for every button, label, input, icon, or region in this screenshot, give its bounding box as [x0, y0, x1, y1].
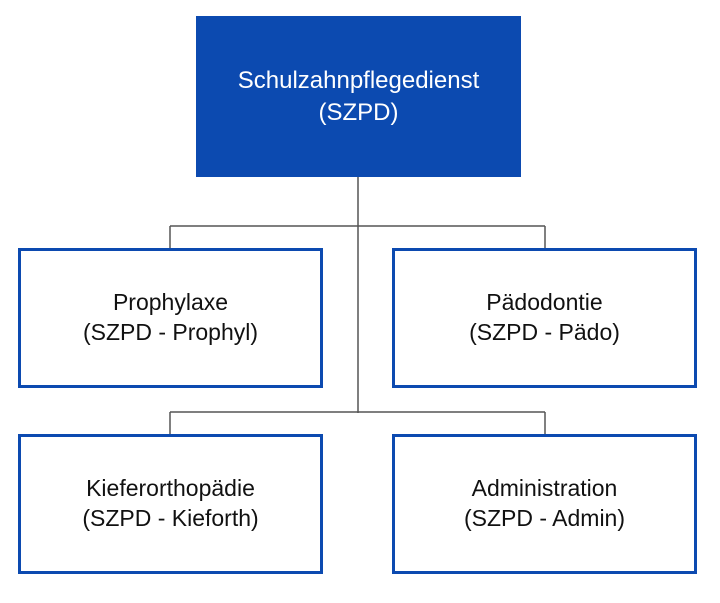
unit-title: Administration: [471, 475, 618, 502]
unit-code: (SZPD - Admin): [463, 505, 626, 531]
unit-title: Prophylaxe: [112, 289, 229, 316]
root-node: Schulzahnpflegedienst (SZPD): [196, 16, 521, 177]
unit-code: (SZPD - Prophyl): [82, 319, 259, 345]
unit-title: Kieferorthopädie: [86, 475, 255, 502]
unit-node-prophylaxe: Prophylaxe (SZPD - Prophyl): [18, 248, 323, 388]
unit-node-paedodontie: Pädodontie (SZPD - Pädo): [392, 248, 697, 388]
unit-code: (SZPD - Kieforth): [82, 505, 259, 531]
root-title: Schulzahnpflegedienst: [237, 67, 480, 95]
unit-title: Pädodontie: [486, 289, 603, 316]
unit-node-kieferorthopaedie: Kieferorthopädie (SZPD - Kieforth): [18, 434, 323, 574]
unit-code: (SZPD - Pädo): [469, 319, 620, 345]
root-code: (SZPD): [318, 98, 399, 126]
unit-node-administration: Administration (SZPD - Admin): [392, 434, 697, 574]
